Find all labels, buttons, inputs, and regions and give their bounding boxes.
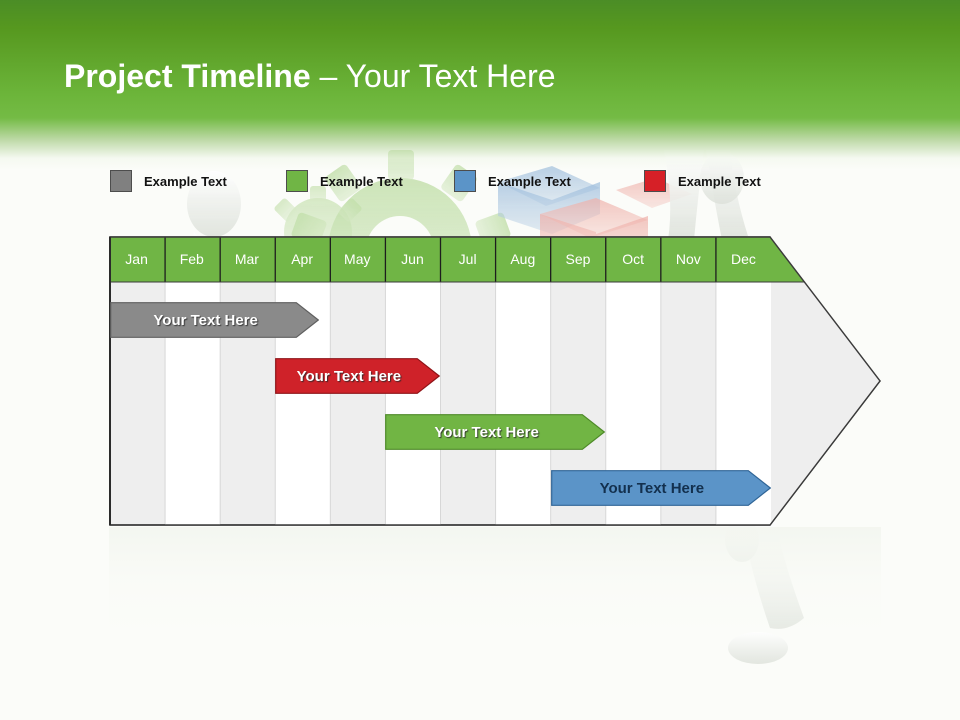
page-title-bold: Project Timeline [64, 58, 311, 94]
task-bar-3[interactable]: Your Text Here [385, 414, 606, 450]
month-header-feb[interactable]: Feb [179, 251, 204, 267]
legend-swatch-gray-icon [110, 170, 132, 192]
task-bar-4[interactable]: Your Text Here [550, 470, 771, 506]
legend-swatch-red-icon [644, 170, 666, 192]
page-title-light: – Your Text Here [310, 58, 556, 94]
legend-label-gray: Example Text [144, 173, 227, 189]
task-bar-label-3: Your Text Here [434, 423, 539, 441]
month-header-apr[interactable]: Apr [291, 251, 313, 267]
legend-swatch-blue-icon [454, 170, 476, 192]
month-header-dec[interactable]: Dec [731, 251, 756, 267]
legend-label-red: Example Text [678, 173, 761, 189]
chart-reflection [109, 527, 881, 637]
month-header-mar[interactable]: Mar [234, 251, 259, 267]
legend-label-blue: Example Text [488, 173, 571, 189]
task-bar-shape-1 [110, 302, 320, 338]
header-band [0, 0, 960, 170]
month-header-jul[interactable]: Jul [458, 251, 477, 267]
task-bar-label-4: Your Text Here [599, 479, 705, 497]
month-header-sep[interactable]: Sep [565, 251, 591, 267]
month-header-jun[interactable]: Jun [401, 251, 424, 267]
task-bar-label-2: Your Text Here [296, 367, 402, 385]
month-header-nov[interactable]: Nov [675, 251, 701, 267]
legend-item-blue[interactable]: Example Text [454, 169, 571, 193]
task-bar-label-1: Your Text Here [153, 311, 258, 329]
legend-item-green[interactable]: Example Text [286, 169, 403, 193]
month-header-jan[interactable]: Jan [125, 251, 148, 267]
task-bar-shape-3 [385, 414, 606, 450]
legend-swatch-green-icon [286, 170, 308, 192]
page-title: Project Timeline – Your Text Here [64, 58, 556, 95]
month-header-row: Jan Feb Mar Apr May Jun Jul Aug Sep Oct Nov Dec [109, 236, 771, 282]
task-bar-shape-2 [275, 358, 441, 394]
month-header-oct[interactable]: Oct [622, 251, 645, 267]
legend-item-red[interactable]: Example Text [644, 169, 761, 193]
legend-label-green: Example Text [320, 173, 403, 189]
task-bar-shape-4 [550, 470, 771, 506]
month-header-aug[interactable]: Aug [510, 251, 536, 267]
month-header-may[interactable]: May [344, 251, 371, 267]
task-bar-2[interactable]: Your Text Here [275, 358, 441, 394]
task-bar-1[interactable]: Your Text Here [110, 302, 320, 338]
legend-item-gray[interactable]: Example Text [110, 169, 227, 193]
timeline-chart: Jan Feb Mar Apr May Jun Jul Aug Sep Oct Nov Dec You… [109, 236, 881, 526]
